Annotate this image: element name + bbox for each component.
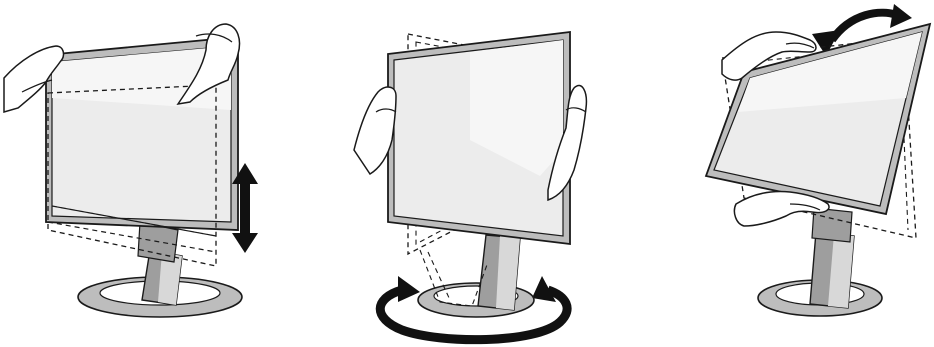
hand-right xyxy=(176,23,241,106)
monitor-front xyxy=(387,30,571,246)
double-vertical-arrow xyxy=(232,163,258,253)
monitor-lowered-outline xyxy=(47,84,217,267)
stand-column xyxy=(137,221,183,306)
stand-column xyxy=(477,234,521,311)
hand-left xyxy=(3,45,65,113)
hand-bottom xyxy=(733,190,830,227)
stand-column xyxy=(809,207,855,309)
panel-tilt xyxy=(704,4,932,317)
hand-right xyxy=(547,84,588,202)
circular-rotation-arrow xyxy=(375,276,572,345)
hand-left xyxy=(353,86,397,176)
stand-base xyxy=(417,282,535,318)
panel-swivel xyxy=(353,30,588,345)
hand-top xyxy=(721,31,817,81)
monitor-tilted xyxy=(704,22,932,216)
panel-height-adjustment xyxy=(3,23,258,318)
curved-tilt-arrow xyxy=(812,4,912,56)
